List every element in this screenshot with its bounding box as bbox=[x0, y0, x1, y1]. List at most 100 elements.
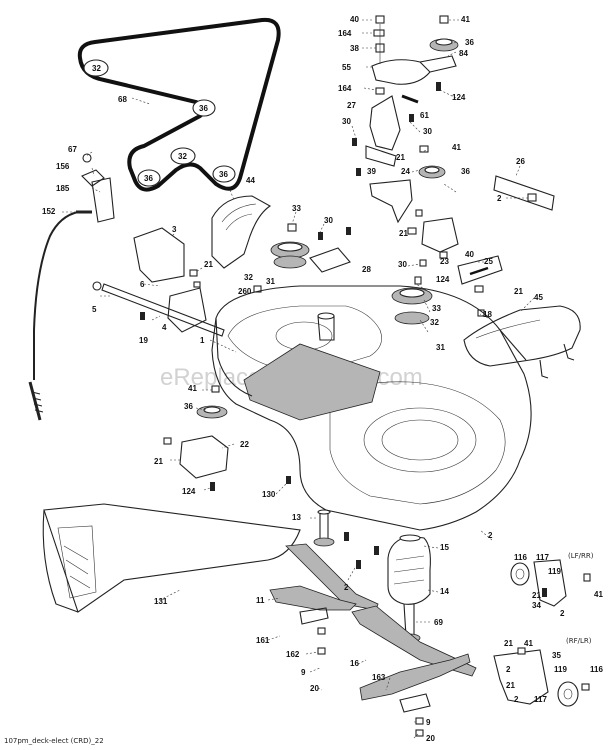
callout-14: 14 bbox=[440, 587, 449, 596]
callout-11: 11 bbox=[256, 596, 265, 605]
callout-21: 21 bbox=[204, 260, 213, 269]
callout-30: 30 bbox=[423, 127, 432, 136]
callout-119: 119 bbox=[554, 665, 567, 674]
callout-55: 55 bbox=[342, 63, 351, 72]
idler-arm-assembly bbox=[365, 38, 555, 285]
callout-33: 33 bbox=[292, 204, 301, 213]
callout-4: 4 bbox=[162, 323, 167, 332]
leader-lines bbox=[62, 19, 535, 739]
discharge-chute bbox=[42, 503, 301, 613]
belt-pulley-callouts bbox=[83, 59, 236, 187]
callout-117: 117 bbox=[536, 553, 549, 562]
callout-22: 22 bbox=[240, 440, 249, 449]
callout-69: 69 bbox=[434, 618, 443, 627]
callout-30: 30 bbox=[324, 216, 333, 225]
callout-156: 156 bbox=[56, 162, 70, 171]
callout-21: 21 bbox=[506, 681, 515, 690]
callout-41: 41 bbox=[461, 15, 470, 24]
callout-32: 32 bbox=[92, 64, 101, 73]
callout-31: 31 bbox=[436, 343, 445, 352]
callout-2: 2 bbox=[344, 583, 349, 592]
callout-9: 9 bbox=[301, 668, 306, 677]
callout-18: 18 bbox=[483, 310, 492, 319]
callout-32: 32 bbox=[178, 152, 187, 161]
callout-116: 116 bbox=[514, 553, 527, 562]
callout-41: 41 bbox=[452, 143, 461, 152]
callout-21: 21 bbox=[396, 153, 405, 162]
callout-41: 41 bbox=[594, 590, 603, 599]
callout-27: 27 bbox=[347, 101, 356, 110]
callout-124: 124 bbox=[452, 93, 466, 102]
callout-25: 25 bbox=[484, 257, 493, 266]
side-label-lf-rr: (LF/RR) bbox=[568, 552, 594, 560]
callout-21: 21 bbox=[532, 591, 541, 600]
callout-2: 2 bbox=[488, 531, 493, 540]
diagram-caption: 107pm_deck-elect (CRD)_22 bbox=[4, 737, 104, 745]
mounting-bracket-22 bbox=[163, 435, 291, 491]
callout-84: 84 bbox=[459, 49, 468, 58]
callout-161: 161 bbox=[256, 636, 270, 645]
callout-162: 162 bbox=[286, 650, 300, 659]
left-spindle-pulley bbox=[196, 385, 228, 419]
callout-9: 9 bbox=[426, 718, 431, 727]
callout-1: 1 bbox=[200, 336, 205, 345]
callout-21: 21 bbox=[504, 639, 513, 648]
callout-36: 36 bbox=[465, 38, 474, 47]
callout-30: 30 bbox=[342, 117, 351, 126]
left-spindle-and-blade bbox=[269, 509, 379, 655]
callout-32: 32 bbox=[430, 318, 439, 327]
callout-13: 13 bbox=[292, 513, 301, 522]
callout-131: 131 bbox=[154, 597, 168, 606]
callout-40: 40 bbox=[465, 250, 474, 259]
callout-36: 36 bbox=[144, 174, 153, 183]
callout-164: 164 bbox=[338, 84, 352, 93]
callout-117: 117 bbox=[534, 695, 547, 704]
callout-31: 31 bbox=[266, 277, 275, 286]
callout-152: 152 bbox=[42, 207, 56, 216]
callout-21: 21 bbox=[514, 287, 523, 296]
callout-36: 36 bbox=[219, 170, 228, 179]
callout-23: 23 bbox=[440, 257, 449, 266]
mower-deck-housing bbox=[211, 285, 532, 531]
callout-2: 2 bbox=[514, 695, 519, 704]
callout-28: 28 bbox=[362, 265, 371, 274]
callout-21: 21 bbox=[154, 457, 163, 466]
callout-124: 124 bbox=[182, 487, 196, 496]
right-spindle-pulley bbox=[391, 287, 433, 325]
callout-38: 38 bbox=[350, 44, 359, 53]
engagement-cable-assembly bbox=[28, 153, 115, 421]
callout-44: 44 bbox=[246, 176, 255, 185]
callout-40: 40 bbox=[350, 15, 359, 24]
callout-116: 116 bbox=[590, 665, 603, 674]
callout-labels: 40 41 164 36 38 84 55 164 124 27 61 30 3… bbox=[42, 15, 603, 743]
callout-20: 20 bbox=[426, 734, 435, 743]
callout-163: 163 bbox=[372, 673, 386, 682]
deflector-shield-right bbox=[463, 305, 581, 379]
callout-5: 5 bbox=[92, 305, 97, 314]
callout-30: 30 bbox=[398, 260, 407, 269]
gauge-wheel-lf-rr bbox=[510, 559, 591, 607]
callout-35: 35 bbox=[552, 651, 561, 660]
callout-16: 16 bbox=[350, 659, 359, 668]
callout-39: 39 bbox=[367, 167, 376, 176]
callout-164: 164 bbox=[338, 29, 352, 38]
callout-67: 67 bbox=[68, 145, 77, 154]
callout-45: 45 bbox=[534, 293, 543, 302]
callout-41: 41 bbox=[188, 384, 197, 393]
right-spindle-and-blade bbox=[351, 534, 477, 737]
callout-33: 33 bbox=[432, 304, 441, 313]
side-label-rf-lr: (RF/LR) bbox=[566, 637, 592, 645]
callout-32: 32 bbox=[244, 273, 253, 282]
belt-guard bbox=[211, 195, 272, 269]
callout-41: 41 bbox=[524, 639, 533, 648]
callout-34: 34 bbox=[532, 601, 541, 610]
callout-36: 36 bbox=[184, 402, 193, 411]
callout-124: 124 bbox=[436, 275, 450, 284]
callout-130: 130 bbox=[262, 490, 276, 499]
callout-20: 20 bbox=[310, 684, 319, 693]
callout-119: 119 bbox=[548, 567, 561, 576]
callout-2: 2 bbox=[560, 609, 565, 618]
callout-36: 36 bbox=[199, 104, 208, 113]
callout-6: 6 bbox=[140, 280, 145, 289]
